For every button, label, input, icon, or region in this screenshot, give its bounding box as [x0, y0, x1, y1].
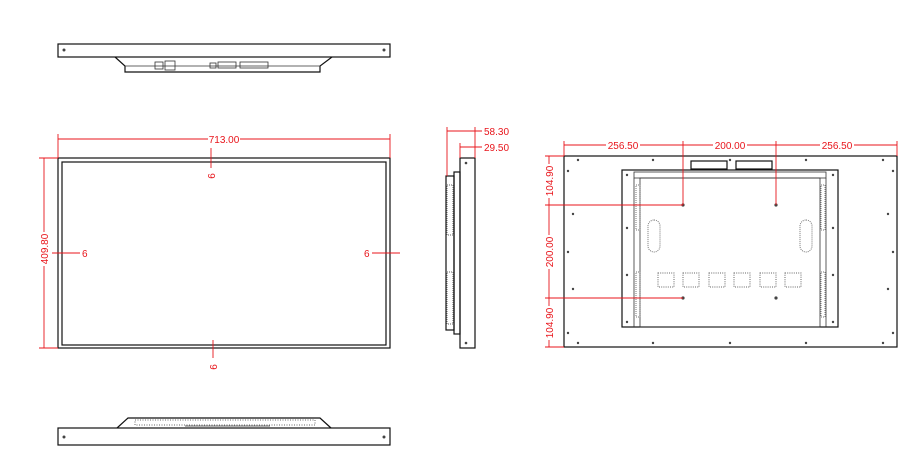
back-view: 256.50 200.00 256.50 104.90 200.00 104.9… [543, 139, 898, 348]
front-height-dimension: 409.80 [40, 233, 51, 264]
back-top-offset-dimension: 104.90 [545, 165, 556, 196]
front-width-dimension: 713.00 [209, 135, 240, 146]
bezel-depth-dimension: 29.50 [484, 143, 509, 154]
front-view: 713.00 409.80 6 6 6 6 [38, 133, 400, 370]
back-right-offset-dimension: 256.50 [822, 141, 853, 152]
vesa-height-dimension: 200.00 [545, 236, 556, 267]
bezel-left-dimension: 6 [82, 249, 88, 260]
total-depth-dimension: 58.30 [484, 127, 509, 138]
bottom-view [57, 417, 391, 446]
vesa-width-dimension: 200.00 [715, 141, 746, 152]
top-view [57, 43, 391, 73]
bezel-right-dimension: 6 [364, 249, 370, 260]
bezel-bottom-dimension: 6 [209, 364, 220, 370]
back-left-offset-dimension: 256.50 [608, 141, 639, 152]
back-bottom-offset-dimension: 104.90 [545, 307, 556, 338]
side-view: 58.30 29.50 [445, 127, 509, 349]
bezel-top-dimension: 6 [207, 173, 218, 179]
